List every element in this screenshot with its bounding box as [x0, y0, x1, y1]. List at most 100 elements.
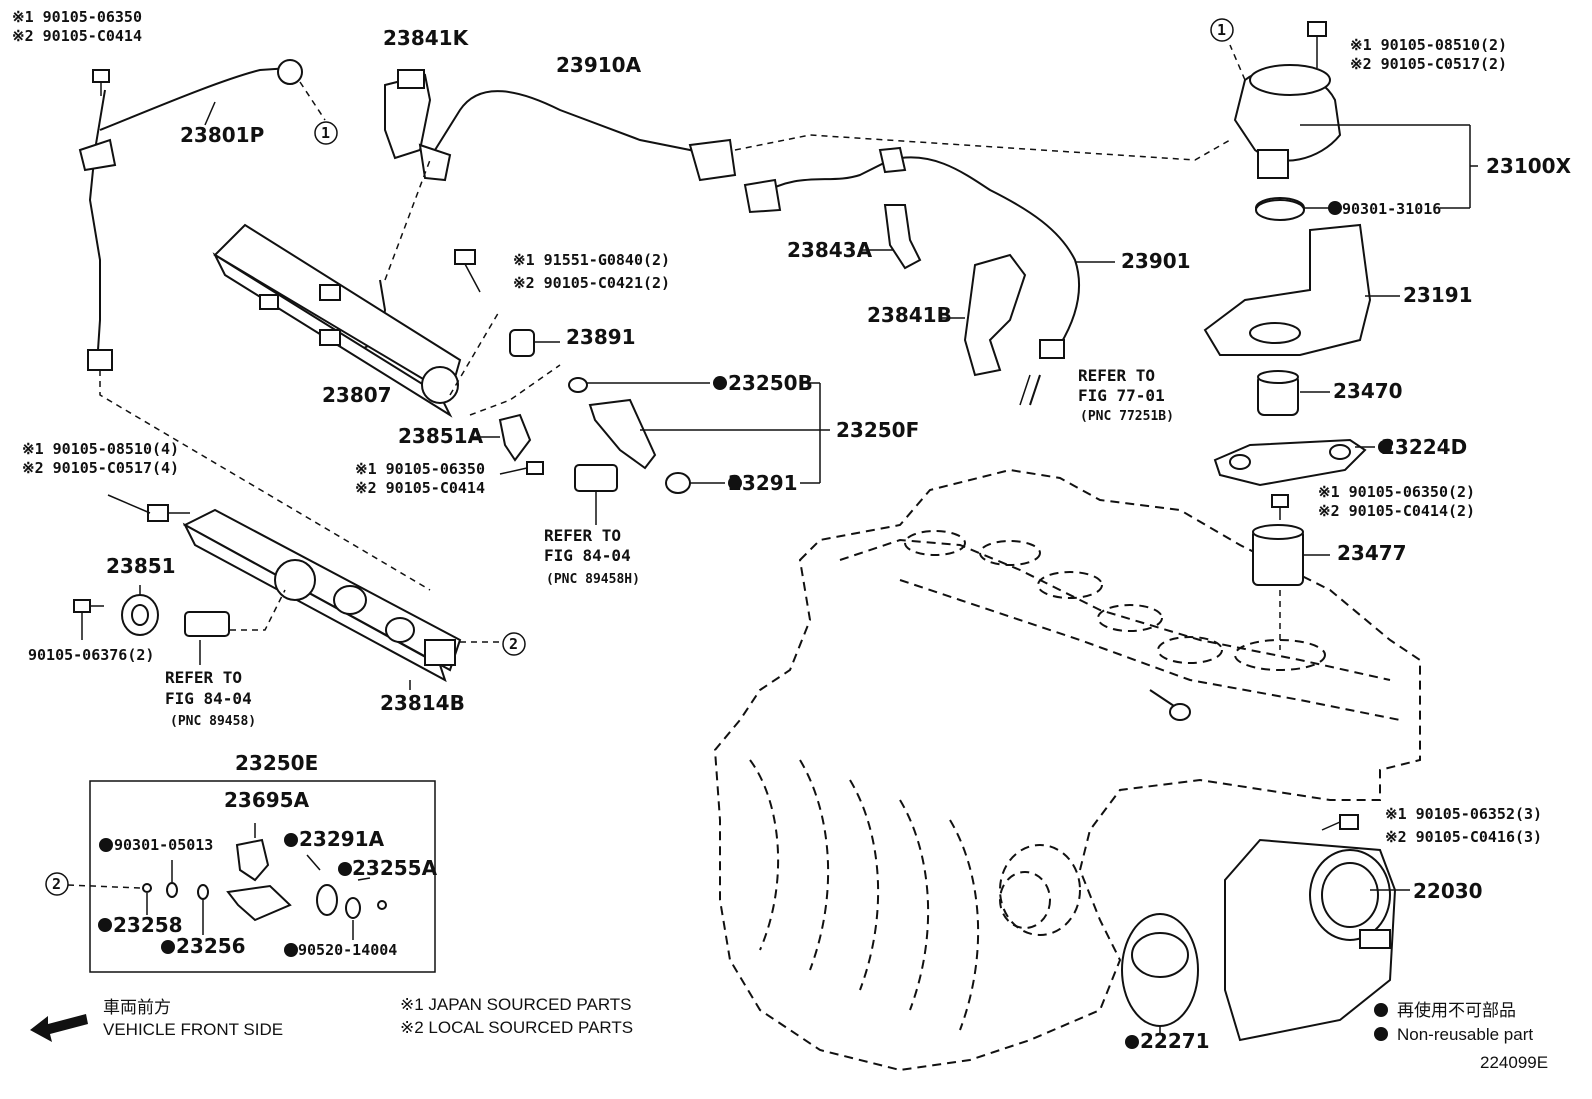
throttle-body-22030 — [1224, 838, 1397, 1042]
engine-outline — [713, 468, 1421, 1072]
bolt-spec: ※2 90105-C0517(2) — [1350, 55, 1507, 73]
bolt-icon — [73, 599, 104, 613]
bracket-23851A — [498, 413, 532, 462]
non-reusable-markers — [98, 201, 1392, 1049]
footer: 車両前方 VEHICLE FRONT SIDE ※1 JAPAN SOURCED… — [30, 995, 1548, 1072]
label-23255A: 23255A — [352, 856, 438, 880]
bolt-spec: ※1 91551-G0840(2) — [513, 251, 670, 269]
label-90301-05013: 90301-05013 — [114, 836, 213, 854]
bolt-spec: ※2 90105-C0414(2) — [1318, 502, 1475, 520]
bolt-labels: ※1 90105-06350 ※2 90105-C0414 ※1 90105-0… — [12, 8, 1542, 846]
bolt-icon — [147, 504, 190, 522]
callout-1: 1 — [1210, 18, 1234, 42]
callouts: 1 1 2 2 — [45, 18, 1234, 896]
clip-23695A — [235, 838, 270, 882]
note-local-parts: ※2 LOCAL SOURCED PARTS — [400, 1018, 633, 1037]
refer-figure: FIG 77-01 — [1078, 386, 1165, 405]
callout-2: 2 — [502, 632, 526, 656]
bolt-spec: ※1 90105-08510(2) — [1350, 36, 1507, 54]
refer-pnc: (PNC 77251B) — [1080, 409, 1174, 424]
refer-label: REFER TO — [1078, 366, 1155, 385]
harness-23801P — [78, 59, 303, 371]
bolt-icon — [1307, 21, 1327, 68]
label-23807: 23807 — [322, 383, 392, 407]
refer-label: REFER TO — [165, 668, 242, 687]
label-23841K: 23841K — [383, 26, 470, 50]
refer-pnc: (PNC 89458) — [170, 714, 256, 729]
hose-segment — [1029, 374, 1041, 406]
label-23100X: 23100X — [1486, 154, 1572, 178]
svg-text:2: 2 — [509, 635, 518, 653]
label-23801P: 23801P — [180, 123, 264, 147]
bolt-spec: ※1 90105-06350(2) — [1318, 483, 1475, 501]
label-23910A: 23910A — [556, 53, 642, 77]
legend-nonreuse-jp: 再使用不可部品 — [1397, 1000, 1516, 1020]
legend-nonreuse-en: Non-reusable part — [1397, 1025, 1533, 1044]
bolt-spec: ※1 90105-06350 — [12, 8, 142, 26]
label-23901: 23901 — [1121, 249, 1191, 273]
front-label-jp: 車両前方 — [103, 998, 171, 1017]
refer-label: REFER TO — [544, 526, 621, 545]
label-23224D: 23224D — [1381, 435, 1467, 459]
sensor-23843A — [883, 204, 922, 270]
label-23841B: 23841B — [867, 303, 952, 327]
bolt-spec: ※2 90105-C0414 — [355, 479, 485, 497]
harness-23910A — [359, 90, 737, 351]
bolt-spec: ※2 90105-C0517(4) — [22, 459, 179, 477]
clip-23841B — [963, 253, 1027, 377]
fuel-rail-23814B — [182, 508, 462, 683]
svg-text:2: 2 — [52, 875, 61, 893]
fuel-rail-23807 — [212, 223, 462, 418]
bolt-spec: ※2 90105-C0416(3) — [1385, 828, 1542, 846]
label-23695A: 23695A — [224, 788, 310, 812]
refer-pnc: (PNC 89458H) — [546, 572, 640, 587]
label-23477: 23477 — [1337, 541, 1407, 565]
bolt-spec: ※1 90105-06350 — [355, 460, 485, 478]
solid-leaders — [81, 101, 1478, 1035]
gasket-90301-31016 — [1255, 199, 1305, 221]
label-23258: 23258 — [113, 913, 183, 937]
bolt-spec: ※2 90105-C0421(2) — [513, 274, 670, 292]
bolt-spec: ※2 90105-C0414 — [12, 27, 142, 45]
bolt-spec: ※1 90105-08510(4) — [22, 440, 179, 458]
label-23291A: 23291A — [299, 827, 385, 851]
callout-2: 2 — [45, 872, 69, 896]
sensor-left — [184, 611, 230, 637]
label-23851: 23851 — [106, 554, 176, 578]
label-22271: 22271 — [1140, 1029, 1210, 1053]
label-23814B: 23814B — [380, 691, 465, 715]
label-23250B: 23250B — [728, 371, 813, 395]
legend-dot-icon — [1374, 1003, 1388, 1017]
svg-text:1: 1 — [321, 124, 330, 142]
label-90520-14004: 90520-14004 — [298, 941, 397, 959]
svg-text:1: 1 — [1217, 21, 1226, 39]
harness-23901 — [743, 146, 1081, 359]
collar-23891 — [509, 329, 535, 357]
fuel-pump-23100X — [1233, 64, 1342, 219]
housing-23477 — [1252, 524, 1304, 586]
connector-23841K — [384, 69, 432, 160]
label-90105-06376: 90105-06376(2) — [28, 646, 154, 664]
part-labels: 23801P 23841K 23910A 23100X 23807 23891 … — [28, 26, 1572, 1053]
refer-figure: FIG 84-04 — [544, 546, 631, 565]
front-arrow-icon — [30, 1014, 88, 1042]
label-23470: 23470 — [1333, 379, 1403, 403]
bolt-icon — [92, 69, 110, 96]
refer-to-notes: REFER TO FIG 77-01 (PNC 77251B) REFER TO… — [165, 366, 1174, 729]
label-23891: 23891 — [566, 325, 636, 349]
label-23843A: 23843A — [787, 238, 873, 262]
bolt-icon — [1321, 814, 1359, 831]
kit-box-23250E — [89, 780, 436, 973]
gasket-22271 — [1121, 913, 1199, 1027]
bolt-spec: ※1 90105-06352(3) — [1385, 805, 1542, 823]
label-23191: 23191 — [1403, 283, 1473, 307]
label-23250F: 23250F — [836, 418, 919, 442]
bolt-icon — [1271, 494, 1289, 520]
callout-1: 1 — [314, 121, 338, 145]
bolt-icon — [454, 249, 481, 293]
note-japan-parts: ※1 JAPAN SOURCED PARTS — [400, 995, 632, 1014]
dashed-leaders — [67, 44, 1281, 889]
legend-dot-icon — [1374, 1027, 1388, 1041]
diagram-id: 224099E — [1480, 1053, 1548, 1072]
